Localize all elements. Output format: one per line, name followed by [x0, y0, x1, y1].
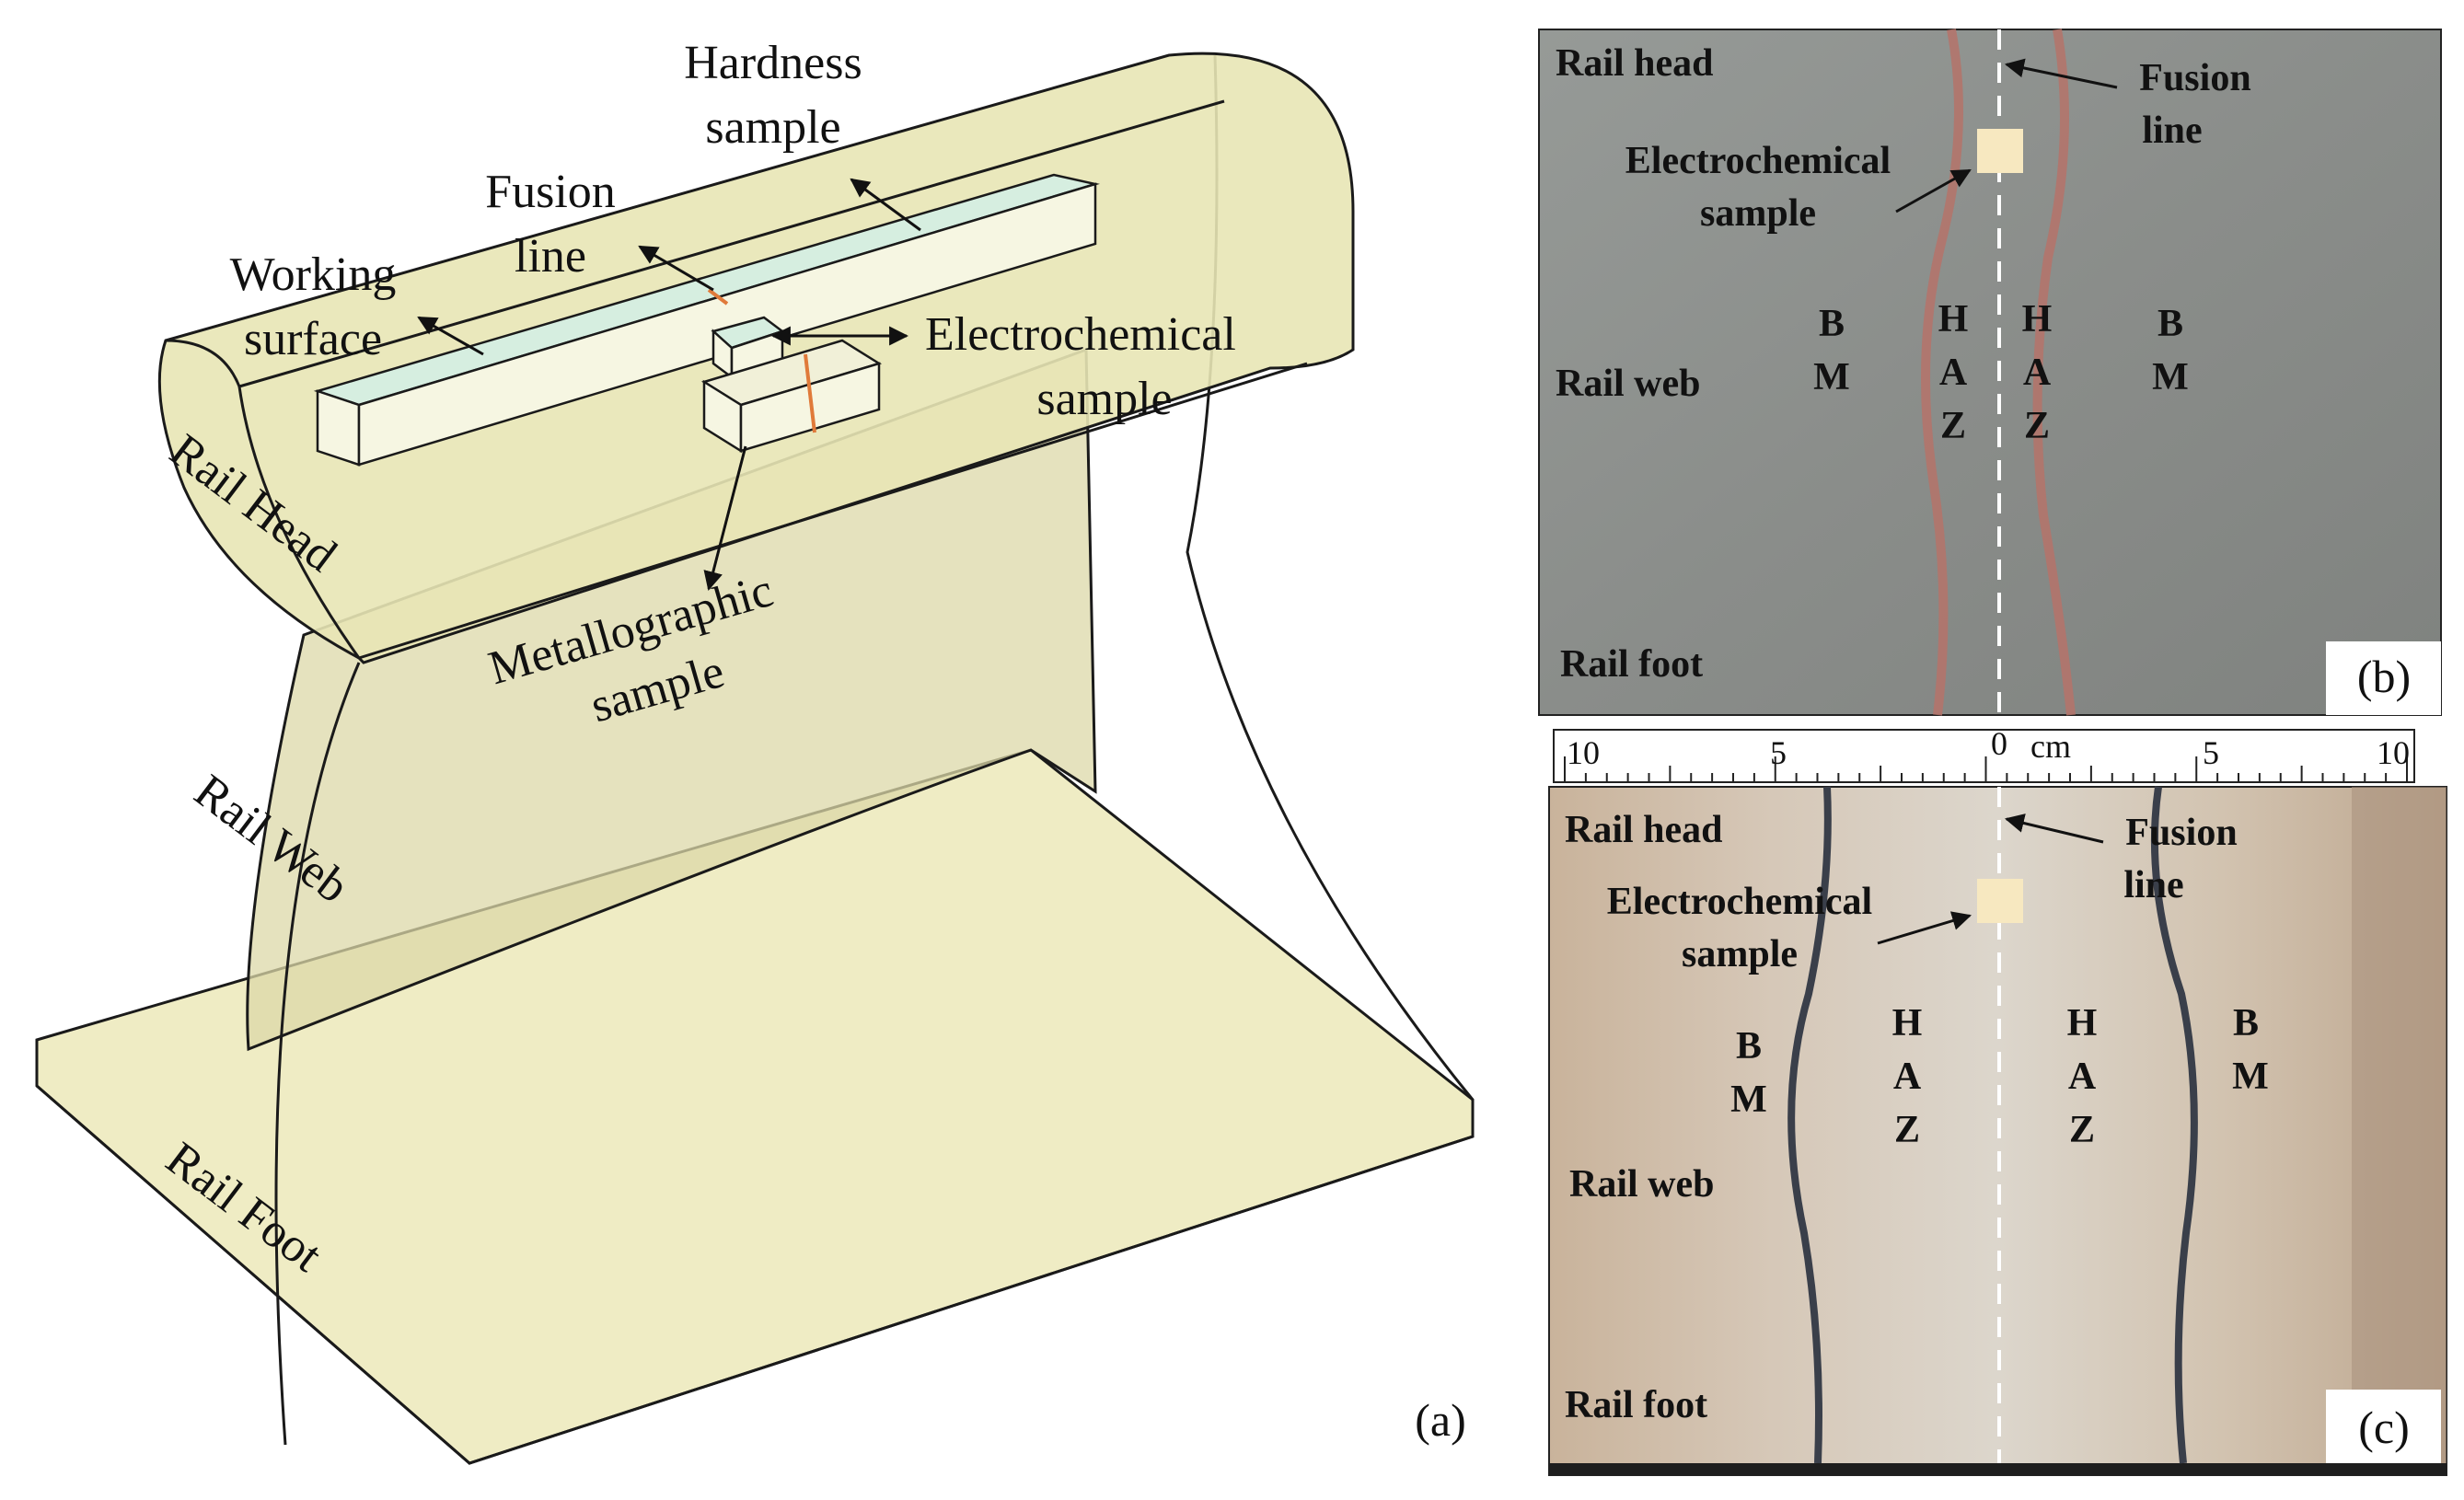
- panel-c-haz-right-3: Z: [2069, 1109, 2095, 1151]
- panel-c-bm-right-1: B: [2233, 1002, 2259, 1044]
- panel-c-haz-left-2: A: [1893, 1056, 1922, 1098]
- panel-c-rail-foot: Rail foot: [1565, 1384, 1707, 1426]
- panel-c-fusion-1: Fusion: [2125, 812, 2237, 854]
- hardness-label-2: sample: [705, 101, 840, 154]
- panel-c-bottom-edge: [1549, 1463, 2447, 1475]
- panel-c-bm-right-2: M: [2232, 1056, 2269, 1098]
- panel-b-label: (b): [2357, 651, 2411, 702]
- panel-c-haz-left-3: Z: [1894, 1109, 1920, 1151]
- scale-unit: cm: [2030, 728, 2071, 765]
- panel-c-haz-right-1: H: [2067, 1002, 2098, 1044]
- metallo-fusion-mark: [804, 353, 816, 433]
- rail-head-front-edge: [237, 386, 361, 659]
- panel-c-right-strip: [2352, 787, 2447, 1475]
- electro-label-1: Electrochemical: [925, 308, 1236, 361]
- panel-c-ruler-ticks: [1564, 756, 2408, 782]
- panel-b-haz-left-3: Z: [1940, 405, 1966, 447]
- panel-b-bm-left-2: M: [1813, 356, 1850, 398]
- panel-c-haz-right-2: A: [2068, 1056, 2097, 1098]
- hardness-arrow: [850, 178, 921, 232]
- panel-b-haz-left: [1921, 29, 1963, 716]
- working-label-1: Working: [230, 248, 397, 301]
- panel-c-label: (c): [2358, 1402, 2410, 1453]
- fusion-arrow: [638, 245, 714, 292]
- fusion-label-2: line: [515, 230, 586, 283]
- panel-b-bm-left-1: B: [1819, 303, 1845, 345]
- panel-a: Hardness sample Fusion line Working surf…: [35, 37, 1475, 1465]
- hardness-label-1: Hardness: [684, 37, 862, 89]
- panel-c-ruler: [1553, 729, 2415, 783]
- panel-c-electro-arrow: [1877, 911, 1972, 945]
- panel-a-label: (a): [1415, 1394, 1466, 1446]
- panel-b-fusion-1: Fusion: [2139, 57, 2250, 99]
- panel-b-label-box: [2326, 641, 2441, 715]
- panel-b-fusion-arrow: [2004, 58, 2118, 89]
- panel-c-haz-left-1: H: [1892, 1002, 1923, 1044]
- working-arrow: [417, 316, 484, 356]
- panel-b-haz-right: [2032, 29, 2076, 716]
- scale-tick-5-right: 5: [2203, 734, 2219, 771]
- panel-b-rail-foot: Rail foot: [1560, 643, 1703, 686]
- panel-c-rail-head: Rail head: [1565, 809, 1723, 851]
- panel-c-haz-right: [2150, 786, 2198, 1464]
- panel-c-bm-left-2: M: [1730, 1079, 1767, 1121]
- rail-web-front: [274, 662, 361, 1446]
- panel-c-electro-2: sample: [1682, 933, 1798, 975]
- panel-b-haz-right-3: Z: [2024, 405, 2050, 447]
- panel-b-rail-web: Rail web: [1556, 363, 1701, 405]
- panel-c-haz-left: [1787, 786, 1832, 1464]
- panel-c-rail-web: Rail web: [1569, 1163, 1715, 1206]
- panel-b-electro-sample: [1977, 129, 2023, 173]
- panel-b-haz-right-1: H: [2022, 298, 2053, 340]
- panel-b-haz-right-2: A: [2023, 352, 2052, 394]
- panel-c-electro-1: Electrochemical: [1607, 881, 1872, 923]
- rail-head-underside: [358, 362, 1308, 660]
- scale-tick-5-left: 5: [1770, 734, 1787, 771]
- panel-c-bm-left-1: B: [1736, 1025, 1762, 1067]
- panel-c-fusion-2: line: [2123, 864, 2183, 906]
- panel-b-haz-left-2: A: [1939, 352, 1968, 394]
- panel-b-rail-head: Rail head: [1556, 42, 1714, 85]
- panel-b: Rail head Rail web Rail foot Fusion line…: [1538, 29, 2442, 716]
- panel-b-haz-left-1: H: [1938, 298, 1969, 340]
- panel-b-electro-2: sample: [1700, 192, 1816, 235]
- panel-b-bm-right-1: B: [2157, 303, 2183, 345]
- panel-c-label-box: [2326, 1390, 2441, 1463]
- scale-tick-10-right: 10: [2377, 734, 2410, 771]
- rail-web-shape: [246, 347, 1097, 1052]
- rail-foot-edge: [36, 1084, 1474, 1465]
- scale-tick-0: 0: [1991, 725, 2007, 762]
- panel-b-electro-arrow: [1895, 168, 1972, 213]
- working-label-2: surface: [244, 313, 382, 365]
- electro-label-2: sample: [1036, 373, 1172, 425]
- rail-head-top-edge: [165, 99, 1225, 388]
- hardness-fusion-mark: [707, 288, 729, 306]
- panel-b-bm-right-2: M: [2152, 356, 2189, 398]
- panel-b-fusion-2: line: [2142, 110, 2202, 152]
- panel-b-electro-1: Electrochemical: [1625, 140, 1891, 182]
- hardness-sample: [313, 173, 1100, 467]
- scale-tick-10-left: 10: [1567, 734, 1600, 771]
- panel-c: 10 5 0 cm 5 10 Rail head Rail web Rail f…: [1548, 725, 2447, 1476]
- metallo-arrow: [703, 445, 747, 592]
- panel-c-electro-sample: [1977, 879, 2023, 923]
- panel-c-fusion-arrow: [2004, 813, 2104, 844]
- fusion-label-1: Fusion: [485, 166, 616, 218]
